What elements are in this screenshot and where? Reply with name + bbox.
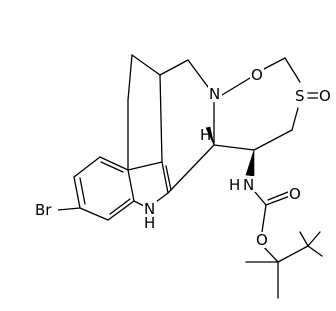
bond (213, 144, 255, 151)
bond (127, 169, 135, 202)
bond (127, 161, 163, 171)
atom-label-s: S (295, 87, 305, 105)
bond (299, 231, 309, 247)
bond (73, 156, 101, 178)
atom-label-o-ester: O (256, 231, 268, 249)
bond (291, 107, 299, 131)
bond (277, 245, 309, 263)
bond (307, 245, 323, 257)
bond (167, 144, 215, 194)
stereo-wedges (205, 126, 255, 177)
bond (127, 54, 133, 101)
atom-label-o-ring: O (251, 66, 263, 84)
atom-label-o-carbonyl: O (289, 185, 301, 203)
wedge-bond (205, 126, 215, 146)
atom-label-h-carbamate: H (229, 176, 240, 194)
atom-label-s-oxo: O (319, 87, 331, 105)
atom-label-nh-carbamate: N (243, 176, 254, 194)
bond (261, 57, 286, 71)
atom-labels: N O S O N H N H O O Br H (34, 66, 332, 249)
bond (307, 231, 321, 247)
bond-double (100, 161, 124, 173)
wedge-bond (245, 149, 255, 177)
bond (57, 207, 81, 211)
stereo-h-label: H (200, 126, 211, 144)
atom-label-n-ring: N (209, 85, 220, 103)
bond (161, 161, 169, 194)
bond (265, 195, 291, 206)
bond (261, 204, 267, 233)
bond (79, 207, 109, 221)
bond (99, 156, 129, 171)
bond-double (79, 177, 86, 205)
atom-label-br: Br (35, 201, 52, 219)
bond (221, 77, 251, 96)
bond (133, 200, 145, 207)
bond (159, 59, 189, 76)
bond (159, 74, 163, 163)
atom-label-h-indole: H (144, 214, 155, 232)
bond-double (109, 198, 131, 215)
bond-double (165, 165, 172, 191)
bond (107, 200, 135, 221)
bond (131, 54, 161, 76)
bond (284, 57, 301, 83)
bond (253, 129, 293, 151)
atom-label-nh-indole: N (144, 200, 155, 218)
bond-double (267, 191, 289, 201)
bond-lines (57, 54, 329, 299)
bond (73, 176, 81, 209)
